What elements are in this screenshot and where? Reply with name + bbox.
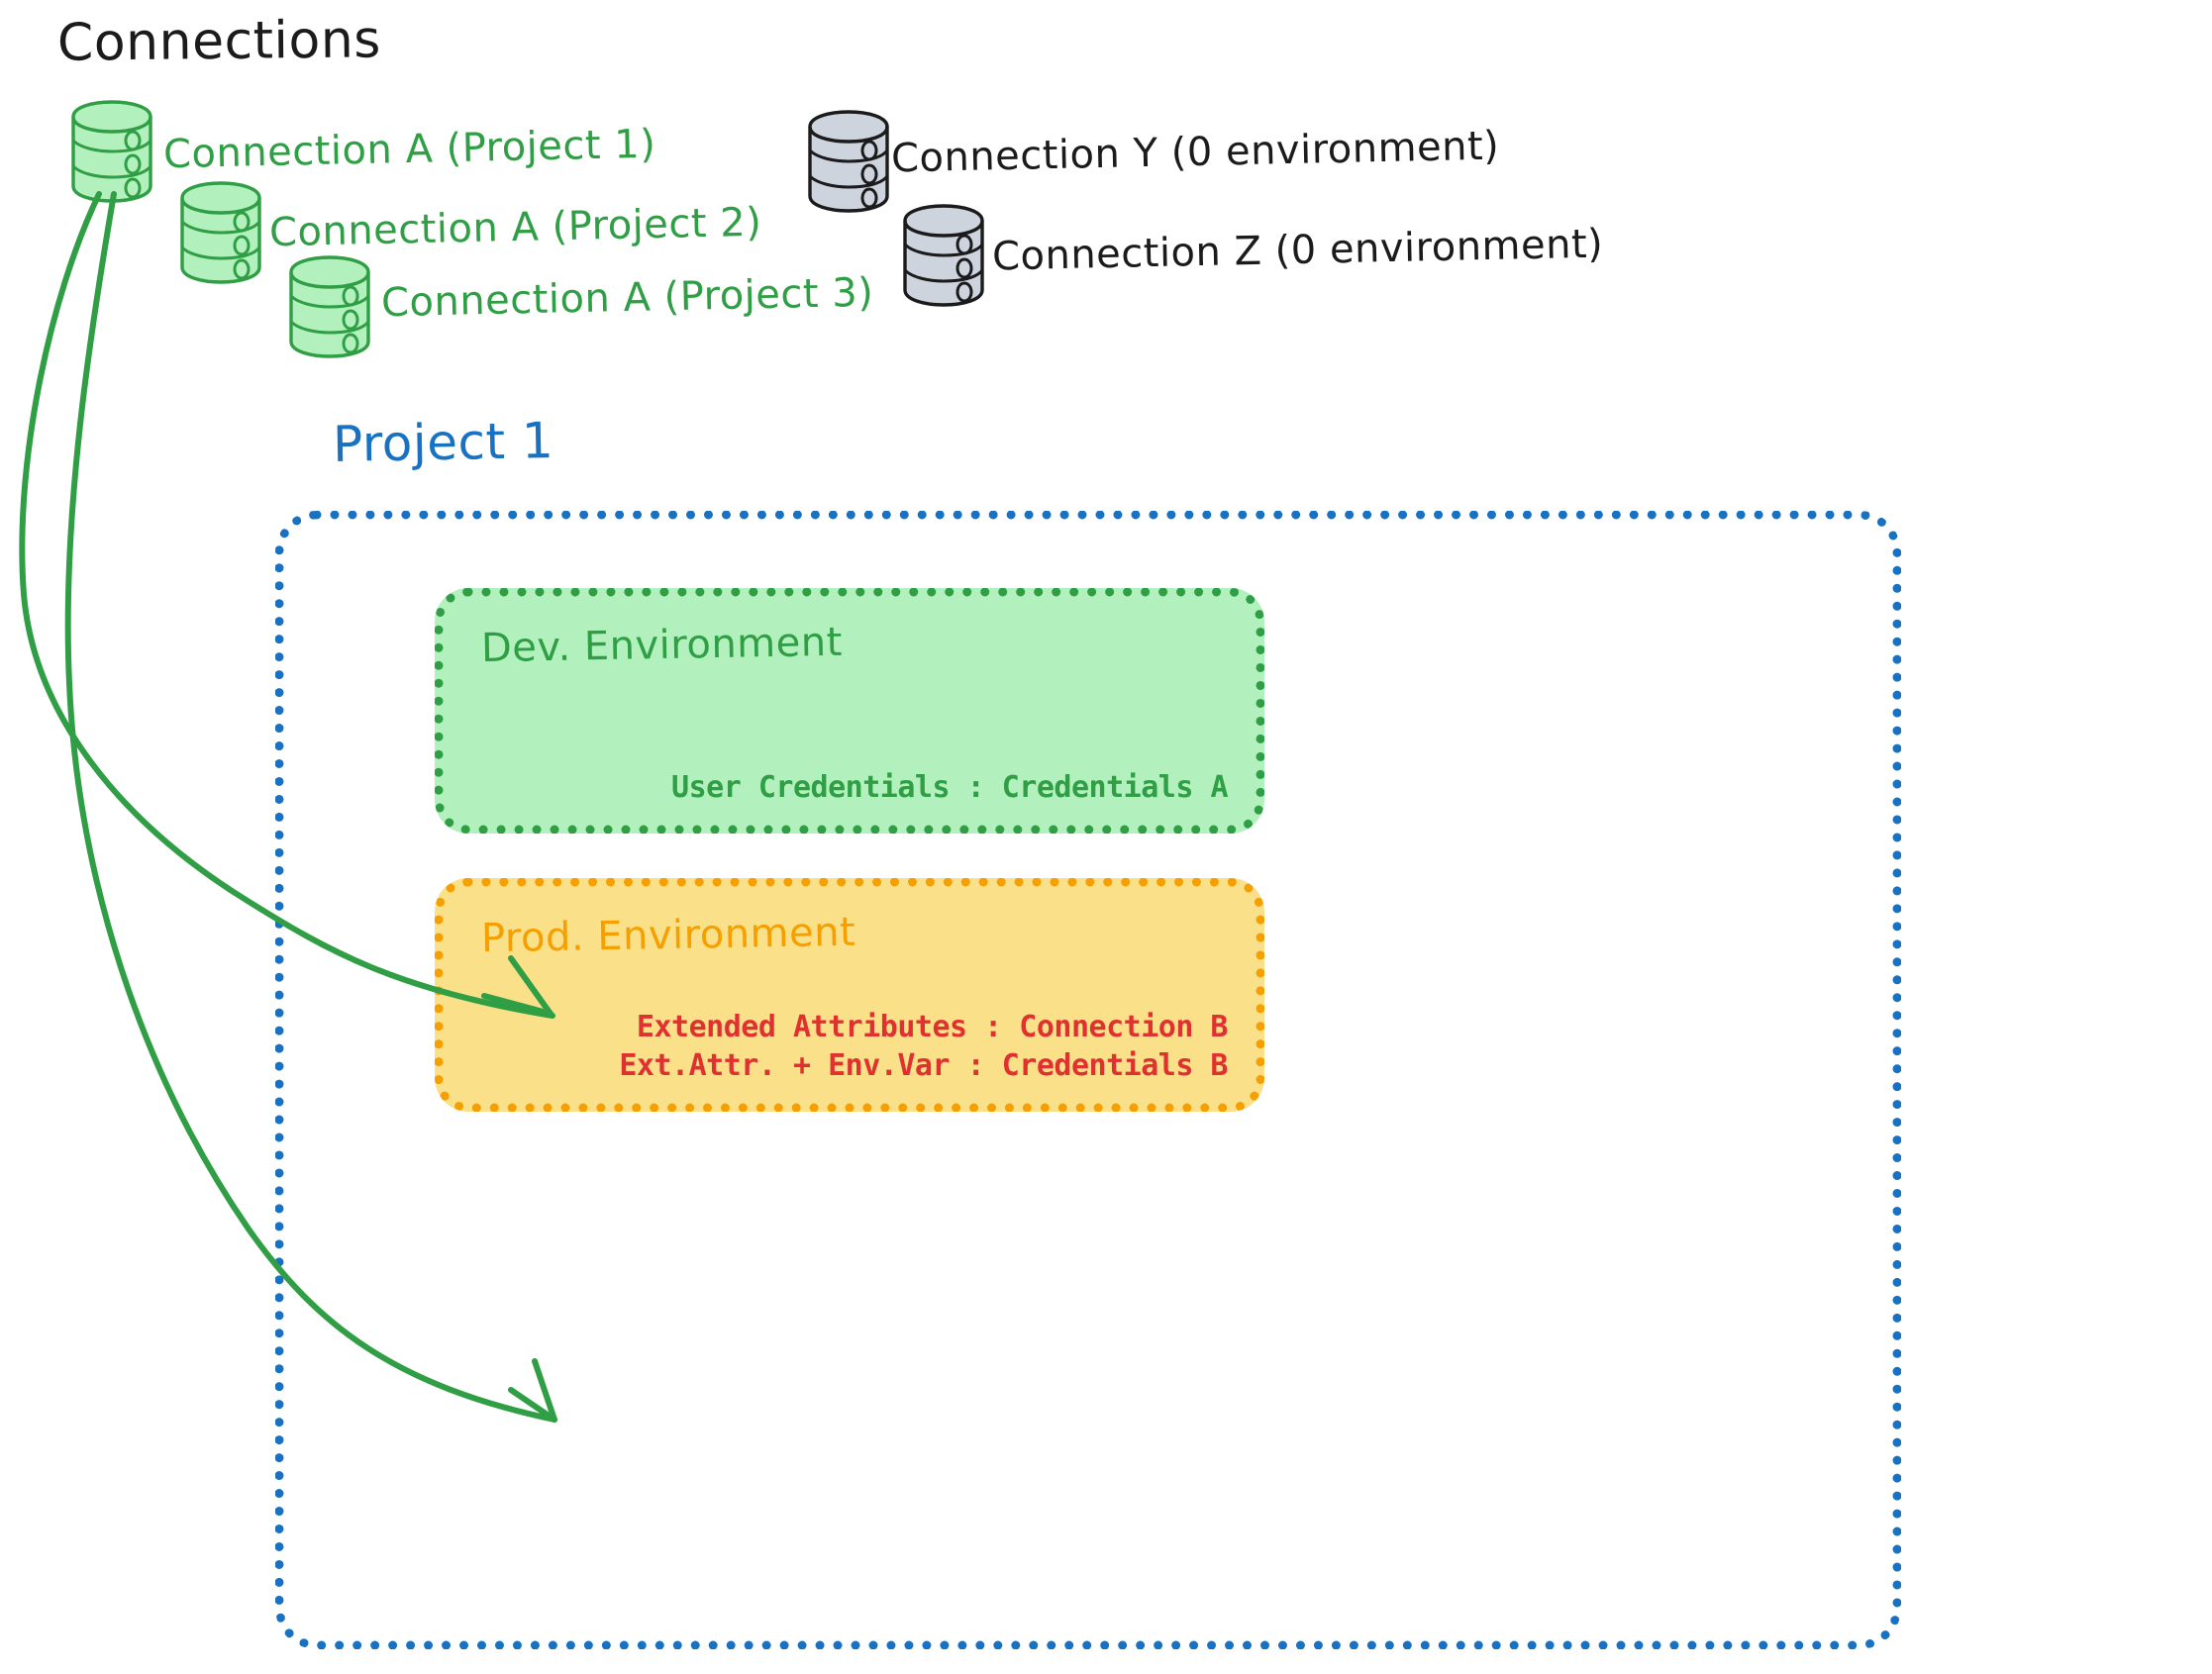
- prod-environment-details: Extended Attributes : Connection B Ext.A…: [619, 1009, 1228, 1085]
- dev-environment-box: Dev. Environment User Credentials : Cred…: [435, 588, 1264, 834]
- dev-environment-line: User Credentials : Credentials A: [671, 769, 1228, 805]
- database-cylinder-icon: [71, 100, 152, 203]
- prod-environment-title: Prod. Environment: [480, 909, 856, 962]
- project-title: Project 1: [332, 412, 554, 473]
- page-title: Connections: [56, 10, 382, 73]
- prod-environment-box: Prod. Environment Extended Attributes : …: [435, 878, 1264, 1112]
- database-cylinder-icon: [289, 255, 370, 358]
- connection-label-a-project-2: Connection A (Project 2): [268, 199, 762, 256]
- connection-label-a-project-3: Connection A (Project 3): [380, 269, 874, 327]
- dev-environment-title: Dev. Environment: [480, 619, 844, 672]
- connection-label-z: Connection Z (0 environment): [991, 221, 1604, 280]
- prod-environment-line: Ext.Attr. + Env.Var : Credentials B: [619, 1047, 1228, 1083]
- database-cylinder-icon: [808, 110, 889, 213]
- prod-environment-line: Extended Attributes : Connection B: [636, 1010, 1229, 1045]
- connection-label-a-project-1: Connection A (Project 1): [162, 121, 656, 178]
- connection-label-y: Connection Y (0 environment): [890, 123, 1500, 182]
- database-cylinder-icon: [180, 181, 261, 284]
- database-cylinder-icon: [903, 204, 984, 307]
- dev-environment-details: User Credentials : Credentials A: [671, 769, 1228, 807]
- project-container-box: Dev. Environment User Credentials : Cred…: [275, 511, 1901, 1649]
